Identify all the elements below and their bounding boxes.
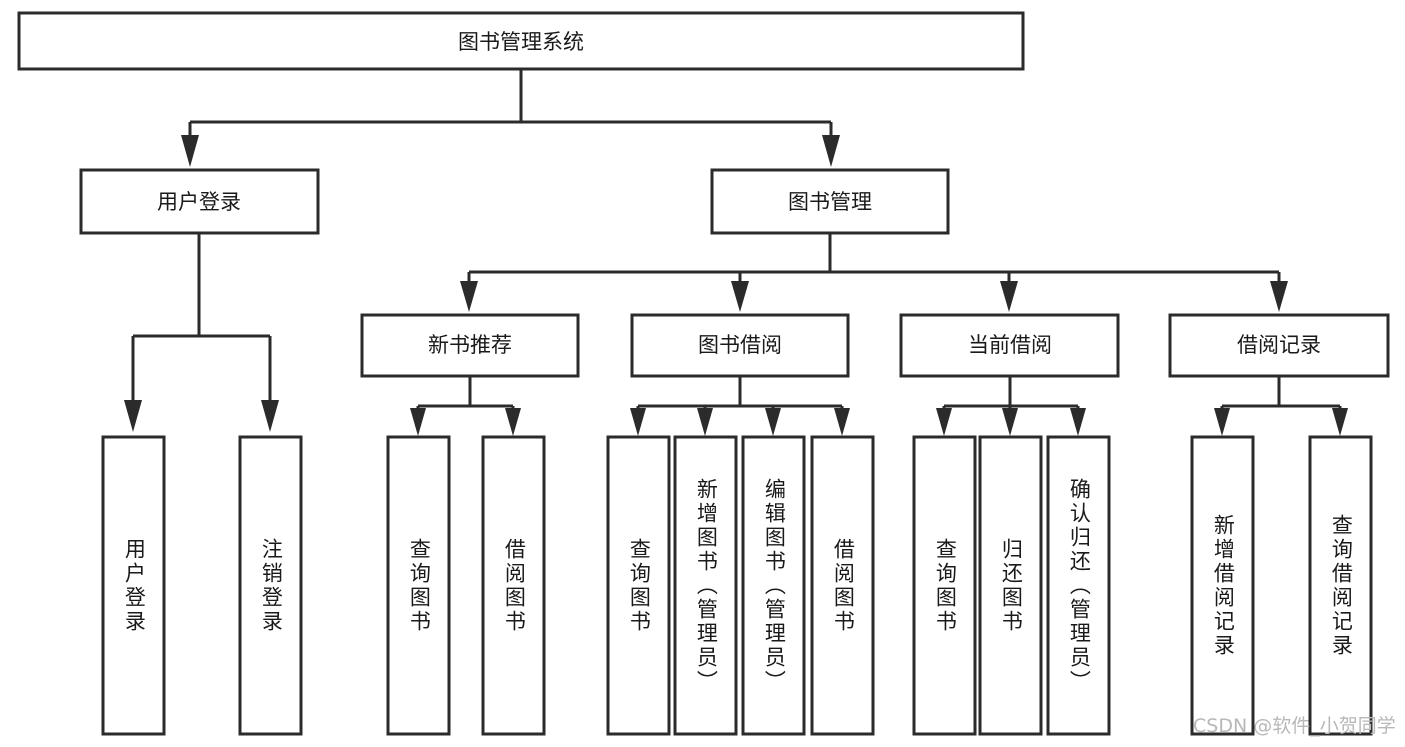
node-book-management-label: 图书管理	[788, 190, 872, 214]
node-user-login-label: 用户登录	[157, 190, 241, 214]
leaf-box-return-book[interactable]	[978, 435, 1043, 736]
node-book-borrow[interactable]: 图书借阅	[630, 313, 850, 378]
connector-book-borrow-to-leaves	[630, 376, 850, 436]
node-root-label: 图书管理系统	[458, 30, 584, 54]
leaf-box-confirm-return[interactable]	[1046, 435, 1111, 736]
node-current-borrow-label: 当前借阅	[968, 333, 1052, 357]
leaf-box-query-book-2[interactable]	[606, 435, 671, 736]
node-new-book-recommend[interactable]: 新书推荐	[360, 313, 580, 378]
leaf-box-add-book[interactable]	[673, 435, 738, 736]
leaf-box-borrow-book-1[interactable]	[481, 435, 546, 736]
leaf-box-query-book-1[interactable]	[386, 435, 451, 736]
connector-user-login-to-leaves	[124, 233, 279, 432]
node-user-login[interactable]: 用户登录	[79, 168, 320, 235]
connector-book-management-to-level3	[460, 233, 1288, 312]
connector-borrow-record-to-leaves	[1214, 376, 1348, 436]
leaf-box-query-book-3[interactable]	[912, 435, 977, 736]
leaf-box-borrow-book-2[interactable]	[810, 435, 875, 736]
connector-root-to-level2	[181, 69, 840, 167]
connector-current-borrow-to-leaves	[936, 376, 1086, 436]
node-current-borrow[interactable]: 当前借阅	[899, 313, 1120, 378]
leaf-box-add-record[interactable]	[1190, 435, 1255, 736]
node-borrow-record-label: 借阅记录	[1237, 333, 1321, 357]
node-book-management[interactable]: 图书管理	[710, 168, 950, 235]
node-root[interactable]: 图书管理系统	[17, 11, 1025, 71]
node-borrow-record[interactable]: 借阅记录	[1168, 313, 1390, 378]
leaf-box-logout[interactable]	[238, 435, 303, 736]
connector-new-book-recommend-to-leaves	[410, 376, 521, 436]
leaf-box-edit-book[interactable]	[741, 435, 806, 736]
node-new-book-recommend-label: 新书推荐	[428, 333, 512, 357]
leaf-box-user-login[interactable]	[101, 435, 166, 736]
leaf-box-query-record[interactable]	[1308, 435, 1373, 736]
node-book-borrow-label: 图书借阅	[698, 333, 782, 357]
